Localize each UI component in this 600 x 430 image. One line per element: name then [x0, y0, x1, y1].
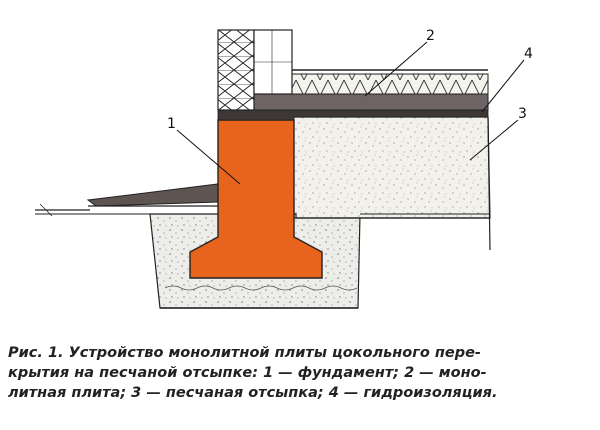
callout-3: 3: [518, 106, 527, 122]
leader-3: [469, 119, 519, 161]
leader-2: [364, 41, 428, 97]
brick-wall-outer: [217, 29, 255, 111]
sand-fill: [287, 116, 491, 219]
caption-line: литная плита; 3 — песчаная отсыпка; 4 — …: [8, 385, 498, 401]
callout-2: 2: [426, 28, 435, 44]
trench-gravel-band: [164, 285, 358, 291]
leader-1: [176, 129, 241, 185]
callout-4: 4: [524, 46, 533, 62]
sand-right-edge: [487, 116, 491, 251]
figure-caption: Рис. 1. Устройство монолитной плиты цоко…: [8, 343, 594, 403]
insulation-layer: [291, 73, 489, 95]
leader-4: [481, 59, 525, 113]
caption-line: Рис. 1. Устройство монолитной плиты цоко…: [8, 345, 481, 361]
monolithic-slab: [253, 93, 489, 111]
caption-line: крытия на песчаной отсыпке: 1 — фундамен…: [8, 365, 487, 381]
foundation-diagram: 1 2 3 4: [35, 28, 533, 309]
foundation: [189, 119, 323, 279]
callout-1: 1: [167, 116, 176, 132]
blind-area: [86, 183, 219, 207]
